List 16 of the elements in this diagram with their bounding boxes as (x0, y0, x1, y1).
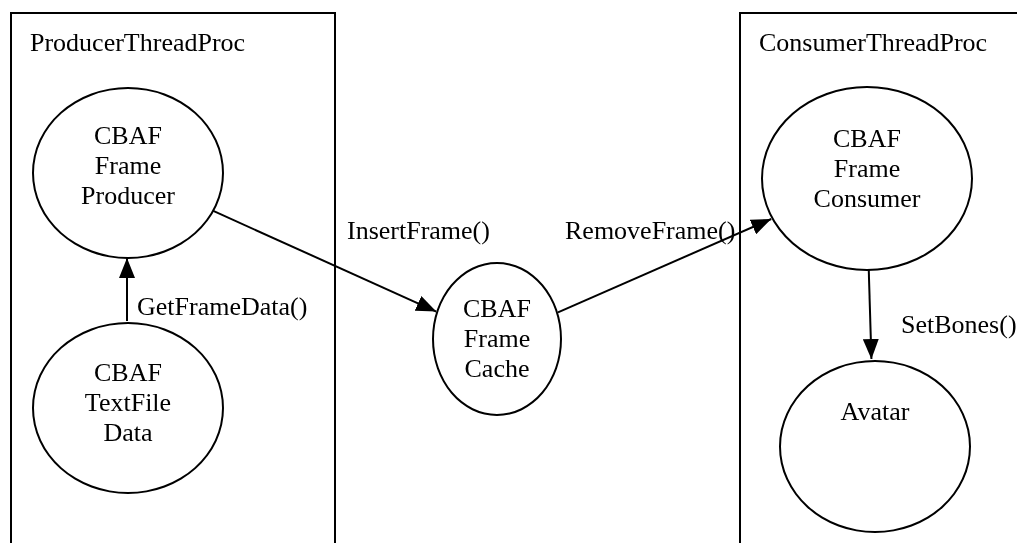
object-name: CBAF Frame Producer (81, 121, 175, 211)
thread-box (739, 12, 1017, 543)
thread-box (10, 12, 336, 543)
arrow (556, 217, 773, 314)
object-name: CBAF Frame Cache (463, 294, 531, 384)
object-name: CBAF Frame Consumer (813, 124, 921, 214)
edge-label: GetFrameData() (137, 292, 308, 322)
edge-label: SetBones() (901, 310, 1017, 340)
object-name: CBAF TextFile Data (84, 358, 172, 448)
thread-title: ProducerThreadProc (30, 28, 246, 58)
arrow (119, 257, 135, 322)
arrow (862, 268, 879, 361)
edge-label: RemoveFrame() (565, 216, 736, 246)
object-name: Avatar (840, 397, 910, 427)
thread-title: ConsumerThreadProc (759, 28, 988, 58)
edge-label: InsertFrame() (347, 216, 490, 246)
